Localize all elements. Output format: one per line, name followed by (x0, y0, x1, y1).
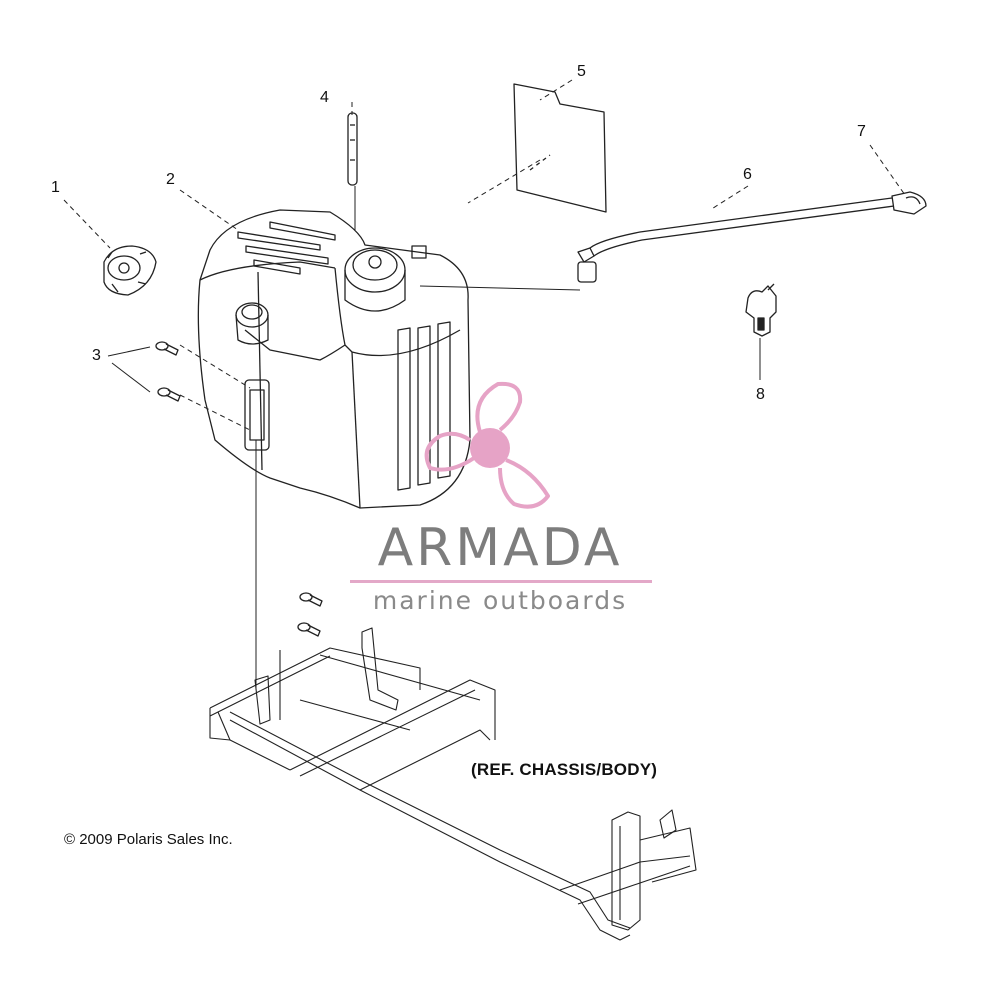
cap-icon (103, 245, 157, 296)
callout-8: 8 (756, 386, 765, 403)
callout-7: 7 (857, 123, 866, 140)
decal-icon (513, 83, 607, 213)
watermark-title: ARMADA (377, 518, 623, 578)
chassis-frame (209, 627, 697, 941)
callout-6: 6 (743, 166, 752, 183)
fitting-icon (745, 283, 777, 337)
callout-5: 5 (577, 63, 586, 80)
callout-2: 2 (166, 171, 175, 188)
watermark-subtitle: marine outboards (372, 586, 628, 615)
reference-label: (REF. CHASSIS/BODY) (471, 760, 658, 779)
leader-lines (63, 79, 906, 431)
callout-3: 3 (92, 347, 101, 364)
screw-icon (155, 341, 323, 637)
vent-tube-icon (347, 112, 358, 186)
clamp-icon (891, 191, 927, 215)
callout-1: 1 (51, 179, 60, 196)
fuel-tank-icon (197, 209, 471, 509)
copyright-notice: © 2009 Polaris Sales Inc. (64, 831, 233, 848)
callout-4: 4 (320, 89, 329, 106)
watermark-divider (350, 580, 652, 583)
watermark-logo-icon (424, 381, 550, 509)
fuel-line-icon (577, 197, 895, 283)
